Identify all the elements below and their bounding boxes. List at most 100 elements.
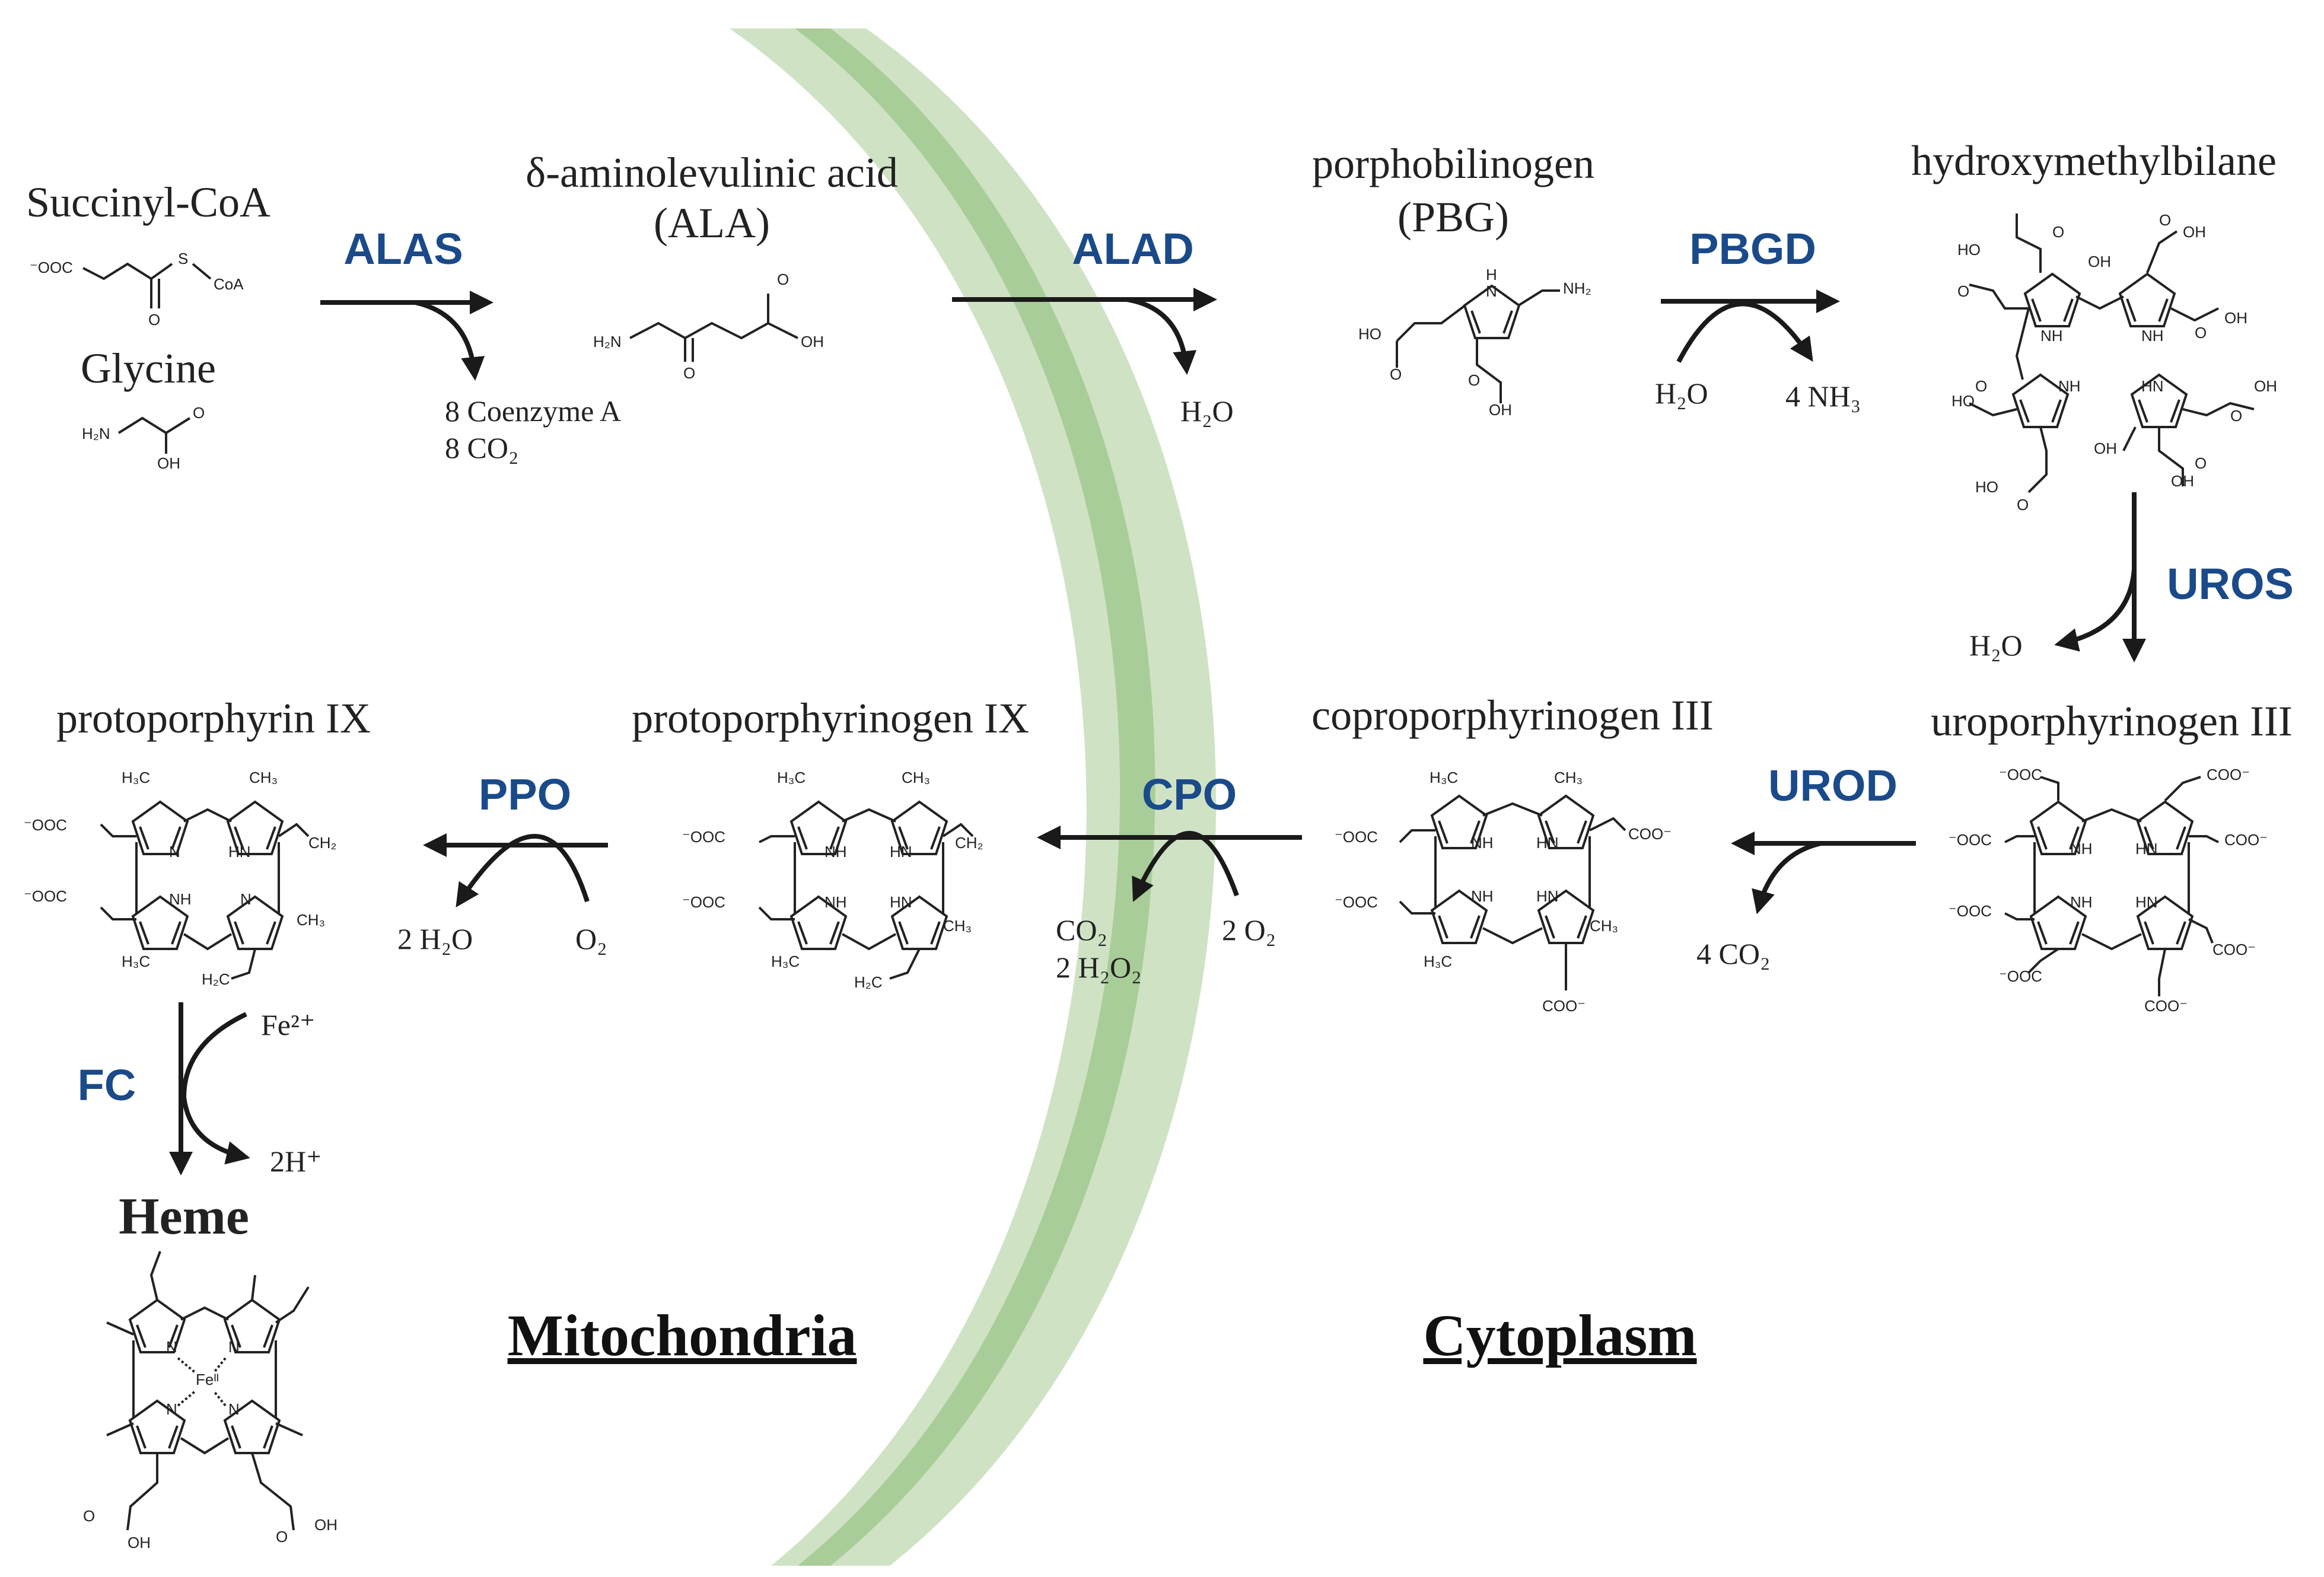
arrow-ppo-cofactor (456, 834, 590, 908)
svg-text:H₂N: H₂N (82, 425, 110, 442)
svg-text:NH: NH (2058, 377, 2081, 395)
svg-text:OH: OH (2094, 439, 2117, 457)
protogen9-label: protoporphyrinogen IX (632, 694, 1029, 742)
svg-text:O: O (2052, 223, 2064, 241)
svg-text:COO⁻: COO⁻ (2144, 997, 2188, 1015)
svg-text:O: O (683, 364, 695, 382)
svg-text:N: N (169, 843, 180, 861)
svg-text:H₃C: H₃C (1424, 952, 1452, 970)
svg-text:OH: OH (157, 454, 180, 472)
byproduct-o2-cpo: 2 O₂ (1222, 913, 1276, 947)
svg-text:S: S (178, 250, 188, 267)
svg-text:CH₃: CH₃ (1554, 769, 1583, 786)
svg-text:N: N (228, 1400, 240, 1418)
svg-text:⁻OOC: ⁻OOC (682, 828, 725, 846)
svg-text:H₂N: H₂N (593, 333, 622, 351)
copro3-structure: NH HN NH HN H₃C CH₃ ⁻OOC COO⁻ ⁻OOC CH₃ H… (1335, 769, 1672, 1015)
svg-text:⁻OOC: ⁻OOC (30, 259, 73, 276)
svg-text:OH: OH (1489, 401, 1512, 419)
svg-text:OH: OH (314, 1516, 338, 1534)
arrow-alad-byproduct (1126, 297, 1197, 375)
arrow-alas-byproduct (415, 300, 485, 381)
svg-text:N: N (166, 1338, 177, 1356)
uro3-structure: NH HN NH HN ⁻OOC ⁻OOC COO⁻ COO⁻ ⁻OOC ⁻OO… (1949, 766, 2268, 1015)
svg-text:O: O (1390, 365, 1402, 383)
svg-text:O: O (2195, 324, 2207, 342)
svg-text:CH₂: CH₂ (308, 834, 337, 852)
byproduct-h2o-alad: H₂O (1180, 394, 1234, 428)
succinyl-coa-structure: ⁻OOC O S CoA (30, 250, 244, 329)
svg-text:⁻OOC: ⁻OOC (24, 887, 67, 905)
svg-text:H₃C: H₃C (777, 769, 806, 786)
glycine-label: Glycine (81, 345, 216, 392)
svg-text:HN: HN (890, 843, 912, 861)
enzyme-ppo: PPO (479, 770, 571, 819)
enzyme-alas: ALAS (343, 224, 463, 273)
svg-text:Feᴵᴵ: Feᴵᴵ (196, 1371, 219, 1388)
hmb-structure: NH NH NH HN OH O OH O HO O OH O HO O OH … (1951, 211, 2277, 514)
arrow-fc-cofactor (181, 1012, 250, 1165)
svg-text:HO: HO (1358, 325, 1381, 343)
svg-text:OH: OH (2171, 472, 2194, 490)
mitochondria-label: Mitochondria (508, 1302, 857, 1368)
enzyme-cpo: CPO (1142, 770, 1237, 819)
svg-text:O: O (2195, 454, 2207, 472)
arrow-cpo-cofactor (1132, 831, 1239, 902)
protogen9-structure: NH HN NH HN H₃C CH₃ CH₂ ⁻OOC ⁻OOC CH₃ H₃… (682, 769, 983, 991)
svg-text:O: O (276, 1528, 288, 1546)
svg-text:NH₂: NH₂ (1563, 279, 1591, 297)
copro3-label: coproporphyrinogen III (1311, 692, 1714, 739)
svg-text:COO⁻: COO⁻ (1628, 825, 1672, 843)
svg-text:⁻OOC: ⁻OOC (1999, 967, 2042, 985)
byproduct-h2o2: 2 H₂O₂ (1056, 951, 1142, 984)
svg-text:COO⁻: COO⁻ (2224, 831, 2268, 849)
proto9-structure: N HN NH N H₃C CH₃ CH₂ ⁻OOC ⁻OOC CH₃ H₃C … (24, 769, 337, 988)
svg-text:NH: NH (824, 843, 847, 861)
svg-text:CH₂: CH₂ (955, 834, 983, 852)
arrow-uros-byproduct (2054, 569, 2137, 652)
proto9-label: protoporphyrin IX (56, 694, 371, 742)
svg-text:NH: NH (1471, 887, 1494, 905)
enzyme-urod: UROD (1768, 761, 1898, 810)
svg-text:OH: OH (2254, 377, 2277, 395)
byproduct-h2o-uros: H₂O (1969, 629, 2023, 662)
svg-text:⁻OOC: ⁻OOC (1335, 893, 1378, 911)
svg-text:H₃C: H₃C (122, 769, 150, 786)
uro3-label: uroporphyrinogen III (1931, 697, 2293, 745)
svg-text:⁻OOC: ⁻OOC (1949, 902, 1992, 920)
enzyme-fc: FC (78, 1060, 136, 1110)
byproduct-2h: 2H⁺ (270, 1145, 322, 1178)
pbg-structure: H N NH₂ HO O O OH (1358, 266, 1591, 419)
svg-text:OH: OH (2088, 253, 2111, 270)
byproduct-nh3: 4 NH₃ (1785, 380, 1861, 413)
svg-text:NH: NH (2070, 840, 2093, 858)
svg-text:HN: HN (2135, 840, 2158, 858)
glycine-structure: H₂N O OH (82, 404, 205, 472)
enzyme-pbgd: PBGD (1689, 224, 1816, 273)
svg-text:H₂C: H₂C (854, 973, 883, 991)
heme-structure: N N N N Feᴵᴵ O OH O OH (83, 1251, 338, 1551)
svg-text:⁻OOC: ⁻OOC (24, 816, 67, 834)
hmb-label: hydroxymethylbilane (1911, 137, 2277, 184)
svg-text:H₃C: H₃C (1430, 769, 1458, 786)
svg-text:O: O (777, 270, 789, 288)
svg-text:HN: HN (228, 843, 251, 861)
svg-text:N: N (240, 890, 251, 908)
svg-text:O: O (148, 311, 160, 329)
svg-text:H₃C: H₃C (771, 952, 800, 970)
arrow-urod-byproduct (1752, 841, 1822, 915)
svg-text:OH: OH (2224, 309, 2247, 327)
svg-text:NH: NH (2040, 327, 2063, 345)
svg-text:N: N (228, 1338, 240, 1356)
succinyl-coa-label: Succinyl-CoA (26, 179, 270, 226)
svg-text:H: H (1486, 266, 1497, 283)
svg-text:HO: HO (1951, 392, 1975, 410)
svg-text:O: O (1468, 371, 1480, 389)
svg-text:OH: OH (801, 333, 824, 351)
svg-text:⁻OOC: ⁻OOC (1999, 766, 2042, 783)
svg-text:HN: HN (1536, 887, 1559, 905)
svg-text:COO⁻: COO⁻ (2207, 766, 2250, 783)
pbg-label: porphobilinogen (1312, 140, 1594, 187)
enzyme-uros: UROS (2167, 559, 2294, 609)
svg-text:O: O (2159, 211, 2171, 229)
